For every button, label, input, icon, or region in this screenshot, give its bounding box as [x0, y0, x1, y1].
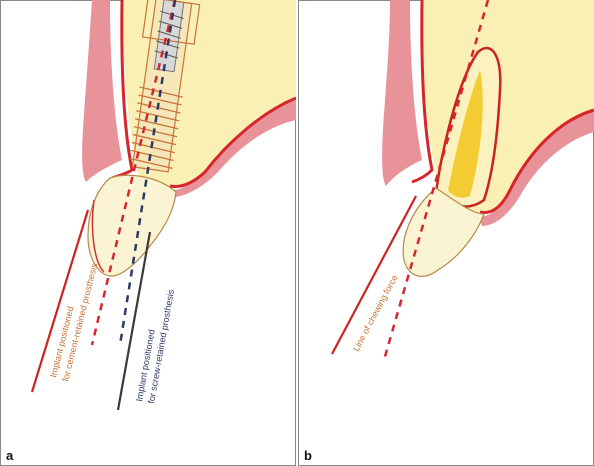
- panel-b-illustration: Line of chewing force: [298, 0, 594, 466]
- panel-a-illustration: Implant positioned for cement-retained p…: [0, 0, 296, 466]
- panel-b: Line of chewing force b: [298, 0, 594, 466]
- panel-b-label: b: [302, 449, 314, 463]
- panel-a-label: a: [4, 449, 15, 463]
- panel-a: Implant positioned for cement-retained p…: [0, 0, 296, 466]
